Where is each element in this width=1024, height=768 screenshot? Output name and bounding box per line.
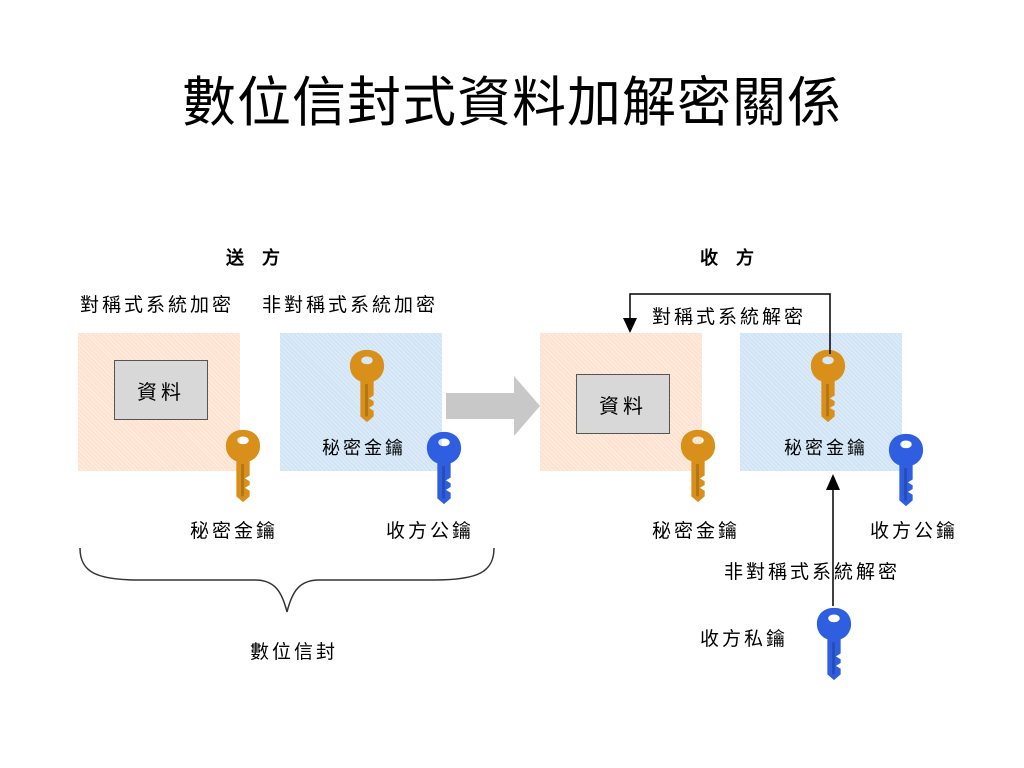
receiver-asymmetric-decrypt-label: 非對稱式系統解密	[724, 561, 901, 583]
sender-secret-key-in-panel-label: 秘密金鑰	[322, 438, 406, 459]
receiver-symmetric-decrypt-label: 對稱式系統解密	[652, 306, 807, 328]
page-title: 數位信封式資料加解密關係	[182, 71, 842, 134]
sender-secret-key-icon	[225, 429, 261, 503]
sender-secret-key-label: 秘密金鑰	[190, 520, 279, 542]
sender-recv-public-key-icon	[426, 431, 462, 505]
receiver-secret-key-label: 秘密金鑰	[652, 520, 741, 542]
receiver-secret-key-in-panel-label: 秘密金鑰	[784, 438, 868, 459]
symmetric-decrypt-connector	[629, 293, 831, 354]
receiver-public-key-icon	[888, 433, 924, 507]
sender-symmetric-encrypt-label: 對稱式系統加密	[80, 294, 235, 316]
envelope-brace-icon	[79, 547, 495, 613]
digital-envelope-label: 數位信封	[250, 641, 339, 663]
sender-recv-public-key-label: 收方公鑰	[386, 520, 475, 542]
receiver-secret-key-icon	[680, 429, 716, 503]
sender-secret-key-in-panel-icon	[349, 349, 385, 423]
transfer-arrow-icon	[446, 376, 540, 436]
sender-asymmetric-encrypt-label: 非對稱式系統加密	[262, 294, 439, 316]
receiver-heading: 收方	[700, 248, 772, 269]
sender-heading: 送方	[226, 248, 298, 269]
arrow-up-icon	[826, 474, 840, 490]
receiver-secret-key-in-panel-icon	[810, 349, 846, 423]
sender-data-box: 資料	[114, 360, 208, 420]
receiver-private-key-label: 收方私鑰	[700, 628, 789, 650]
receiver-data-box: 資料	[576, 374, 670, 434]
arrow-down-icon	[623, 318, 637, 333]
receiver-private-key-icon	[816, 607, 852, 681]
receiver-public-key-label: 收方公鑰	[870, 520, 959, 542]
